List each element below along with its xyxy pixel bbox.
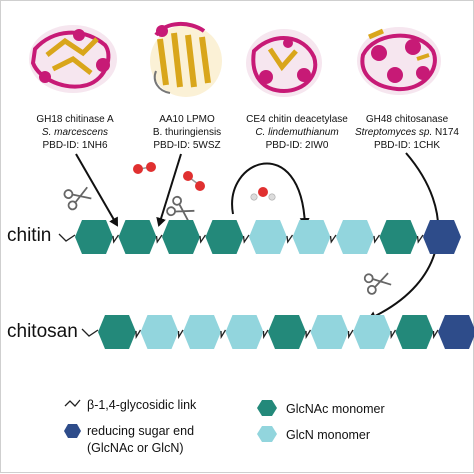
enzyme-label-aa10: AA10 LPMO B. thuringiensis PBD-ID: 5WSZ — [153, 114, 221, 151]
legend-glcn-label: GlcN monomer — [286, 428, 370, 442]
glycosidic-link — [286, 234, 294, 244]
reducing-end-icon — [64, 424, 81, 438]
reducing-end-monomer — [423, 220, 461, 254]
glycosidic-link — [305, 329, 312, 340]
glycosidic-link — [155, 234, 163, 244]
protein-structure-icon — [357, 27, 441, 95]
arrow-ce4-deacetylation — [231, 162, 310, 227]
glycosidic-link — [177, 329, 184, 340]
organism-strain: N174 — [432, 127, 459, 138]
chitin-chain — [58, 220, 461, 254]
enzyme-organism: B. thuringiensis — [153, 127, 221, 138]
glcn-monomer — [310, 315, 349, 349]
glycosidic-link — [347, 329, 354, 340]
legend: β-1,4-glycosidic link reducing sugar end… — [64, 398, 385, 455]
arrow-gh18-cleavage — [75, 153, 119, 227]
scissors-icon — [363, 272, 392, 295]
glcnac-monomer — [118, 220, 157, 254]
glcnac-monomer — [205, 220, 244, 254]
legend-item-link: β-1,4-glycosidic link — [64, 398, 197, 412]
enzyme-name: GH18 chitinase A — [36, 114, 114, 125]
glycosidic-link — [390, 329, 397, 340]
enzyme-organism: Streptomyces sp. N174 — [355, 127, 459, 138]
enzyme-pdb-id: PBD-ID: 2IW0 — [266, 140, 329, 151]
oxygen-molecule-icon — [133, 162, 156, 174]
glycosidic-link — [329, 234, 337, 244]
glycosidic-link — [81, 328, 99, 337]
arrow-aa10-cleavage — [156, 153, 182, 227]
glycosidic-link — [262, 329, 269, 340]
enzyme-pdb-id: PBD-ID: 1CHK — [374, 140, 440, 151]
enzyme-name: AA10 LPMO — [159, 114, 215, 125]
legend-glcnac-label: GlcNAc monomer — [286, 402, 385, 416]
enzyme-label-gh18: GH18 chitinase A S. marcescens PBD-ID: 1… — [36, 114, 114, 151]
glcnac-monomer — [395, 315, 434, 349]
glycosidic-link — [432, 329, 439, 340]
glcnac-icon — [257, 400, 277, 416]
glycosidic-link — [242, 234, 250, 244]
protein-structure-icon — [29, 25, 117, 93]
legend-item-glcnac: GlcNAc monomer — [257, 400, 385, 416]
glycosidic-link — [112, 234, 120, 244]
glycosidic-link — [416, 234, 424, 244]
glcn-monomer — [183, 315, 221, 349]
enzyme-label-ce4: CE4 chitin deacetylase C. lindemuthianum… — [246, 114, 348, 151]
protein-structure-icon — [150, 22, 222, 97]
glycosidic-link — [220, 329, 227, 340]
glcn-monomer — [336, 220, 374, 254]
glycosidic-link-icon — [64, 399, 81, 407]
legend-reducing-label-1: reducing sugar end — [87, 424, 194, 438]
organism-genus: Streptomyces sp. — [355, 127, 432, 138]
glycosidic-link — [199, 234, 207, 244]
scissors-icon — [166, 195, 195, 222]
glcnac-monomer — [268, 315, 306, 349]
chitosan-chain — [81, 315, 474, 349]
legend-reducing-label-2: (GlcNAc or GlcN) — [87, 441, 184, 455]
legend-link-label: β-1,4-glycosidic link — [87, 398, 197, 412]
glcnac-monomer — [98, 315, 136, 349]
enzyme-name: GH48 chitosanase — [366, 114, 449, 125]
oxygen-molecule-icon — [183, 171, 205, 191]
legend-item-reducing-end: reducing sugar end (GlcNAc or GlcN) — [64, 424, 194, 455]
scissors-icon — [63, 186, 92, 211]
glcnac-monomer — [379, 220, 418, 254]
glcn-icon — [257, 426, 277, 442]
enzyme-pdb-id: PBD-ID: 5WSZ — [153, 140, 220, 151]
glcnac-monomer — [75, 220, 113, 254]
glcn-monomer — [225, 315, 264, 349]
chain-label-chitin: chitin — [7, 225, 51, 246]
glycosidic-link — [373, 234, 381, 244]
chain-label-chitosan: chitosan — [7, 321, 78, 342]
glycosidic-link — [58, 233, 76, 242]
enzyme-name: CE4 chitin deacetylase — [246, 114, 348, 125]
glcn-monomer — [292, 220, 331, 254]
enzyme-label-gh48: GH48 chitosanase Streptomyces sp. N174 P… — [355, 114, 459, 151]
legend-item-glcn: GlcN monomer — [257, 426, 370, 442]
reducing-end-monomer — [438, 315, 474, 349]
enzyme-pdb-id: PBD-ID: 1NH6 — [42, 140, 107, 151]
enzyme-organism: S. marcescens — [42, 127, 108, 138]
glcn-monomer — [353, 315, 391, 349]
enzyme-organism: C. lindemuthianum — [255, 127, 338, 138]
protein-structure-icon — [246, 29, 322, 97]
glcn-monomer — [140, 315, 179, 349]
water-molecule-icon — [250, 187, 276, 201]
glycosidic-link — [135, 329, 142, 340]
glcnac-monomer — [162, 220, 200, 254]
glcn-monomer — [249, 220, 287, 254]
